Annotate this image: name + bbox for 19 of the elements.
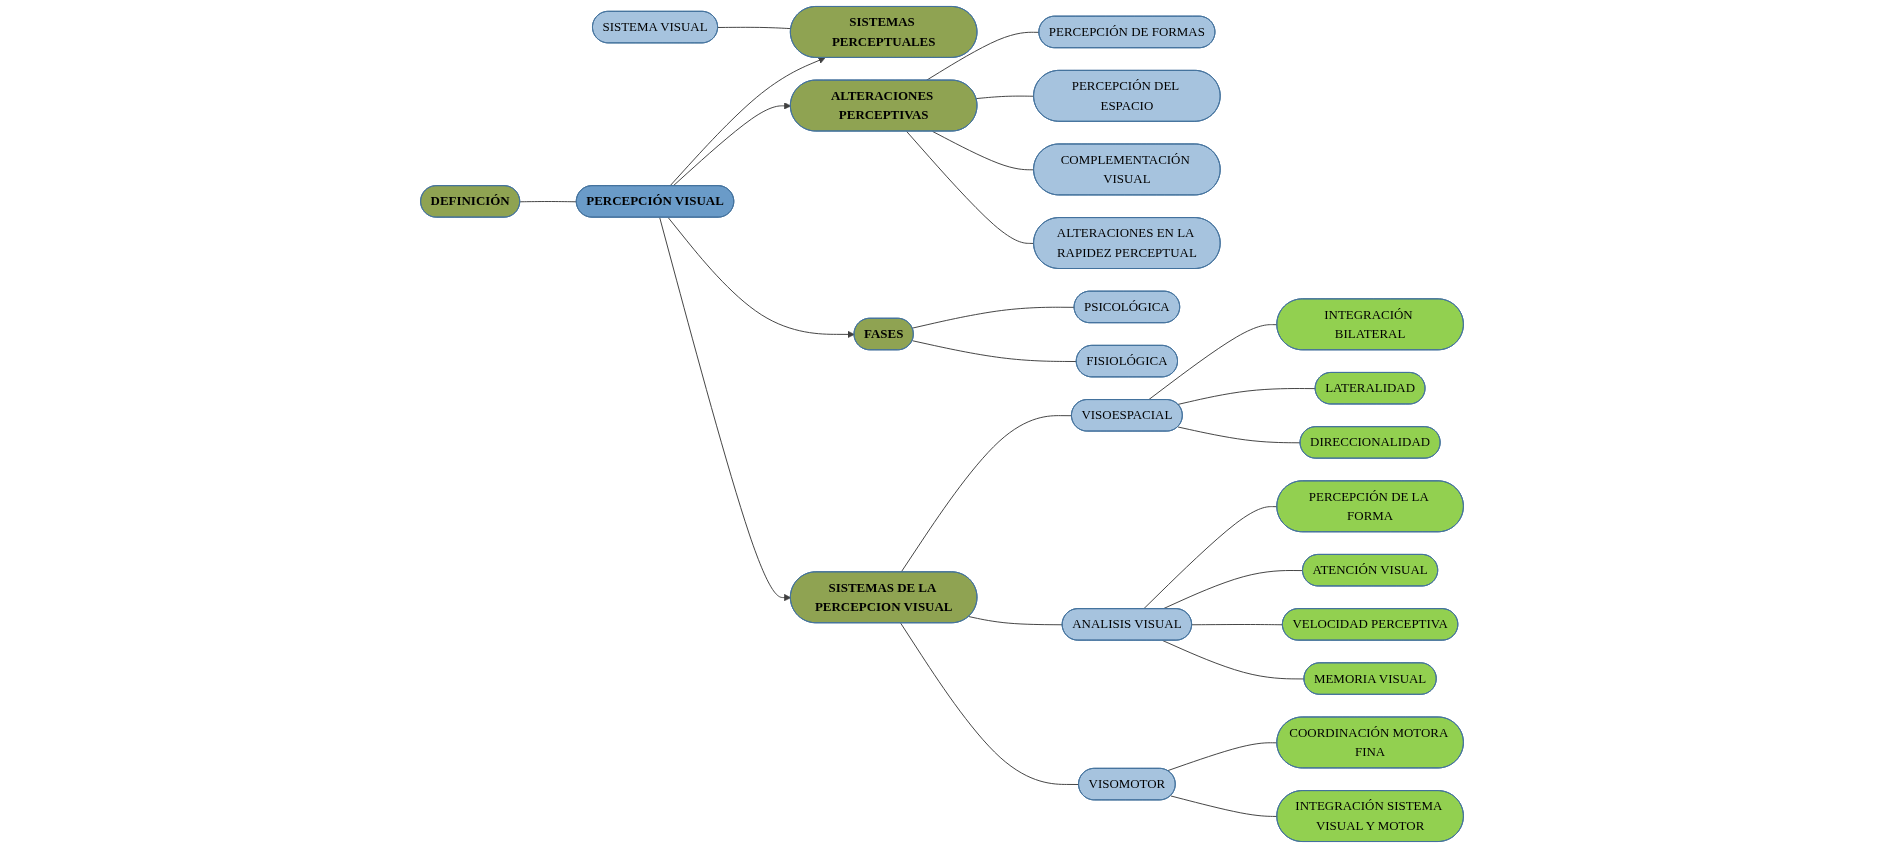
connector (911, 340, 1078, 362)
connector (1191, 624, 1284, 626)
connector (911, 306, 1075, 329)
connector (1143, 506, 1278, 610)
connector (1162, 640, 1305, 680)
connector (975, 95, 1035, 100)
connector (925, 31, 1040, 81)
connector (717, 26, 792, 30)
connector (900, 415, 1073, 573)
connector (932, 130, 1035, 171)
connector (900, 622, 1080, 785)
connector (968, 616, 1064, 626)
connector (1167, 742, 1278, 772)
connector (906, 130, 1035, 244)
connector (1170, 795, 1278, 817)
connector (1147, 324, 1278, 401)
connector (519, 201, 578, 203)
connector (1177, 426, 1301, 444)
connector (1177, 388, 1317, 405)
